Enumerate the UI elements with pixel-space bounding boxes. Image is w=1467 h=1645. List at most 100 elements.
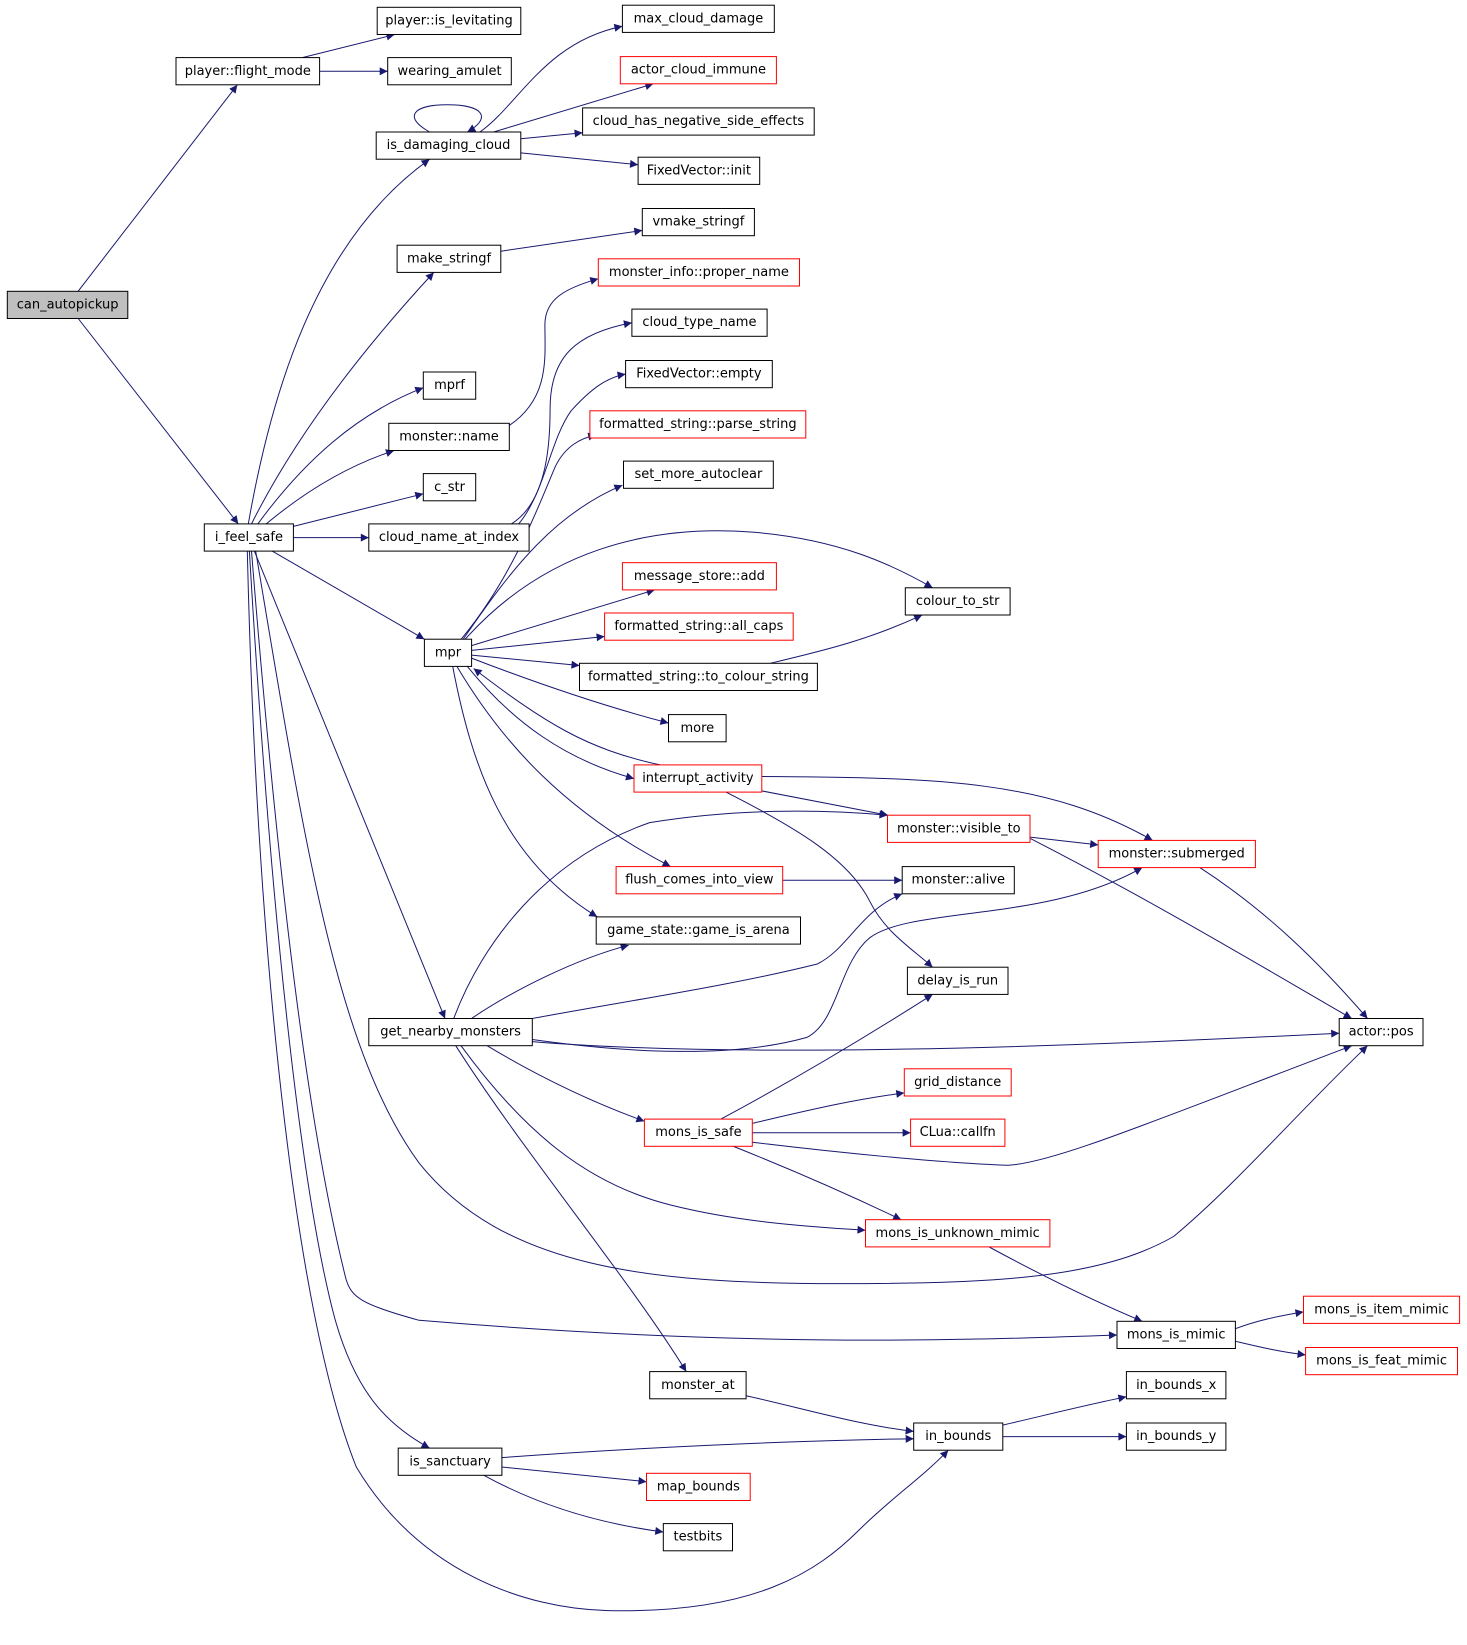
node-box[interactable] [388,422,510,451]
node-grid-distance[interactable]: grid_distance [903,1068,1012,1097]
node-in-bounds-y[interactable]: in_bounds_y [1125,1422,1227,1451]
node-box[interactable] [865,1219,1051,1248]
node-box[interactable] [643,1118,753,1147]
node-box[interactable] [397,1447,503,1476]
node-vmake-stringf[interactable]: vmake_stringf [641,208,755,237]
node-box[interactable] [387,57,512,86]
node-formatted-string-all-caps[interactable]: formatted_string::all_caps [604,612,794,641]
node-actor-pos[interactable]: actor::pos [1338,1018,1424,1047]
node-cloud-has-negative-side-effects[interactable]: cloud_has_negative_side_effects [582,107,815,136]
node-box[interactable] [597,258,800,287]
node-box[interactable] [646,1472,751,1502]
node-monster-alive[interactable]: monster::alive [901,866,1015,895]
node-make-stringf[interactable]: make_stringf [396,244,502,273]
node-box[interactable] [903,1068,1012,1097]
node-box[interactable] [904,587,1011,616]
node-box[interactable] [595,916,802,945]
node-is-sanctuary[interactable]: is_sanctuary [397,1447,503,1476]
node-formatted-string-to-colour-string[interactable]: formatted_string::to_colour_string [579,662,818,691]
node-set-more-autoclear[interactable]: set_more_autoclear [623,460,774,489]
node-box[interactable] [901,866,1015,895]
node-box[interactable] [631,308,768,337]
node-monster-info-proper-name[interactable]: monster_info::proper_name [597,258,800,287]
node-box[interactable] [1303,1295,1461,1324]
node-mprf[interactable]: mprf [422,371,477,400]
node-box[interactable] [641,208,755,237]
node-fixedvector-init[interactable]: FixedVector::init [637,156,761,185]
node-box[interactable] [649,1371,747,1400]
node-box[interactable] [625,360,773,389]
node-in-bounds[interactable]: in_bounds [913,1422,1004,1451]
node-box[interactable] [582,107,815,136]
node-box[interactable] [621,4,775,33]
node-can-autopickup[interactable]: can_autopickup [6,290,129,319]
node-mons-is-safe[interactable]: mons_is_safe [643,1118,753,1147]
node-box[interactable] [1338,1018,1424,1047]
node-box[interactable] [668,714,727,743]
node-monster-at[interactable]: monster_at [649,1371,747,1400]
node-cloud-name-at-index[interactable]: cloud_name_at_index [368,523,530,552]
node-monster-name[interactable]: monster::name [388,422,510,451]
node-get-nearby-monsters[interactable]: get_nearby_monsters [368,1018,533,1047]
node-box[interactable] [662,1523,733,1552]
node-clua-callfn[interactable]: CLua::callfn [910,1118,1006,1147]
node-game-state-game-is-arena[interactable]: game_state::game_is_arena [595,916,802,945]
node-mons-is-item-mimic[interactable]: mons_is_item_mimic [1303,1295,1461,1324]
node-box[interactable] [579,662,818,691]
node-box[interactable] [621,562,777,591]
node-box[interactable] [1125,1422,1227,1451]
node-box[interactable] [1305,1347,1458,1376]
node-box[interactable] [422,371,477,400]
node-mons-is-mimic[interactable]: mons_is_mimic [1116,1320,1236,1350]
node-box[interactable] [1125,1371,1227,1400]
node-wearing-amulet[interactable]: wearing_amulet [387,57,512,86]
node-fixedvector-empty[interactable]: FixedVector::empty [625,360,773,389]
node-interrupt-activity[interactable]: interrupt_activity [633,764,763,793]
node-formatted-string-parse-string[interactable]: formatted_string::parse_string [589,410,807,439]
node-box[interactable] [633,764,763,793]
node-box[interactable] [913,1422,1004,1451]
node-box[interactable] [396,244,502,273]
node-player-flight-mode[interactable]: player::flight_mode [175,57,321,86]
node-mons-is-unknown-mimic[interactable]: mons_is_unknown_mimic [865,1219,1051,1248]
node-testbits[interactable]: testbits [662,1523,733,1552]
node-box[interactable] [887,814,1031,843]
node-box[interactable] [623,460,774,489]
node-box[interactable] [375,131,522,160]
node-is-damaging-cloud[interactable]: is_damaging_cloud [375,131,522,160]
node-delay-is-run[interactable]: delay_is_run [906,966,1009,995]
node-box[interactable] [376,6,522,36]
node-map-bounds[interactable]: map_bounds [646,1472,751,1502]
node-i-feel-safe[interactable]: i_feel_safe [203,523,294,552]
node-monster-visible-to[interactable]: monster::visible_to [887,814,1031,843]
node-c-str[interactable]: c_str [422,473,477,502]
node-colour-to-str[interactable]: colour_to_str [904,587,1011,616]
node-more[interactable]: more [668,714,727,743]
node-mons-is-feat-mimic[interactable]: mons_is_feat_mimic [1305,1347,1458,1376]
node-box[interactable] [1116,1320,1236,1350]
node-box[interactable] [910,1118,1006,1147]
node-box[interactable] [1097,839,1256,869]
node-box[interactable] [604,612,794,641]
node-box[interactable] [368,1018,533,1047]
node-box[interactable] [619,56,777,85]
node-in-bounds-x[interactable]: in_bounds_x [1125,1371,1227,1400]
node-box[interactable] [615,866,784,895]
node-box[interactable] [906,966,1009,995]
node-monster-submerged[interactable]: monster::submerged [1097,839,1256,869]
node-box[interactable] [637,156,761,185]
node-flush-comes-into-view[interactable]: flush_comes_into_view [615,866,784,895]
node-max-cloud-damage[interactable]: max_cloud_damage [621,4,775,33]
node-box[interactable] [589,410,807,439]
node-box[interactable] [203,523,294,552]
node-box[interactable] [368,523,530,552]
node-player-is-levitating[interactable]: player::is_levitating [376,6,522,36]
node-box[interactable] [423,638,473,667]
node-message-store-add[interactable]: message_store::add [621,562,777,591]
node-box[interactable] [422,473,477,502]
node-box[interactable] [175,57,321,86]
node-mpr[interactable]: mpr [423,638,473,667]
node-actor-cloud-immune[interactable]: actor_cloud_immune [619,56,777,85]
node-cloud-type-name[interactable]: cloud_type_name [631,308,768,337]
node-box[interactable] [6,290,129,319]
